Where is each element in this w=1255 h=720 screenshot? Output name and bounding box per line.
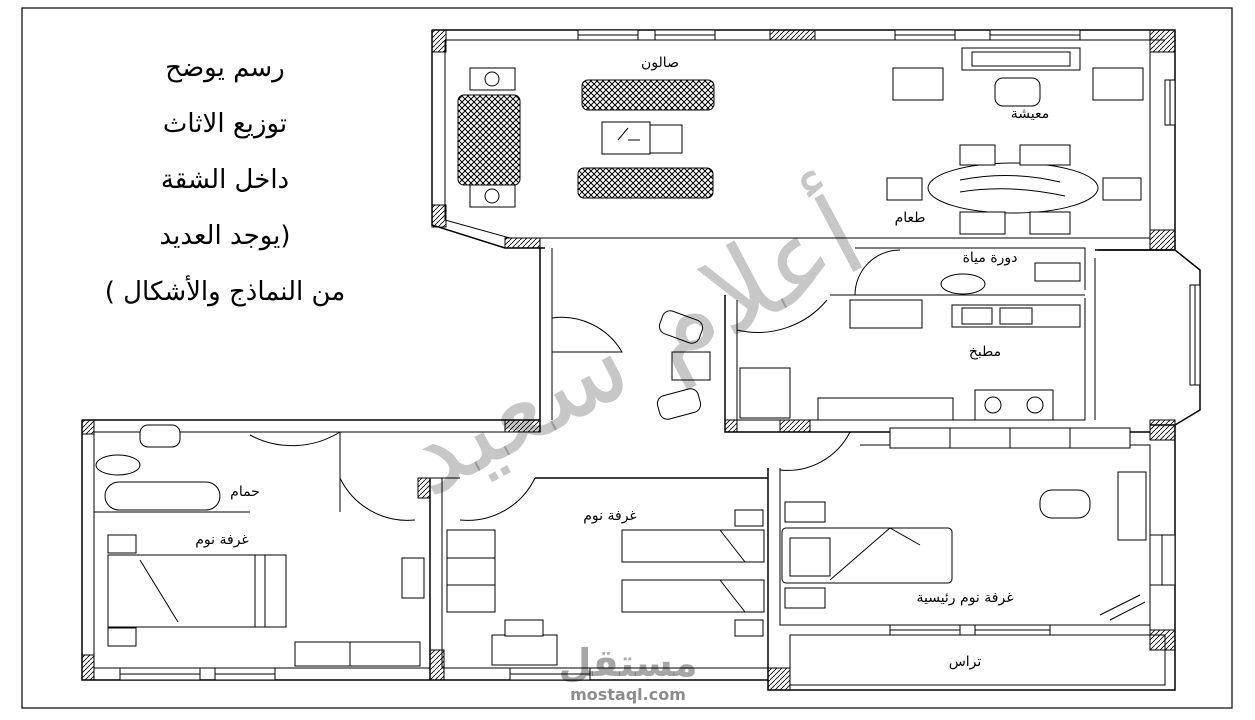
label-bedroom-middle: غرفة نوم: [583, 508, 637, 524]
wall-bay: [1095, 249, 1201, 426]
caption-line-2: توزيع الاثاث: [162, 109, 288, 139]
wc-kitchen-fixtures: [739, 262, 1081, 421]
watermark-site-latin: mostaql.com: [570, 685, 686, 704]
label-bathroom: حمام: [230, 484, 260, 500]
watermark: أعلام سعيد مستقل mostaql.com: [377, 164, 884, 704]
wall-hatches: [81, 29, 1176, 691]
label-wc: دورة مياة: [963, 250, 1018, 266]
corridor-furniture: [656, 310, 711, 420]
caption-line-4: (يوجد العديد: [159, 221, 291, 251]
caption-line-1: رسم يوضح: [165, 53, 285, 83]
label-master-bedroom: غرفة نوم رئيسية: [916, 590, 1013, 606]
label-kitchen: مطبخ: [969, 344, 1001, 360]
windows: [119, 29, 1201, 681]
caption-line-5: من النماذج والأشكال ): [104, 277, 346, 307]
middle-bedroom-furniture: [446, 509, 765, 666]
plan-caption: رسم يوضح توزيع الاثاث داخل الشقة (يوجد ا…: [40, 40, 410, 320]
label-bedroom-left: غرفة نوم: [195, 532, 249, 548]
living-dining-furniture: [886, 47, 1144, 235]
watermark-site-arabic: مستقل: [559, 641, 698, 685]
doors: [249, 249, 901, 521]
label-salon: صالون: [641, 55, 679, 71]
bathroom-fixtures: [95, 424, 221, 511]
salon-furniture: [457, 67, 715, 208]
drawing-frame: [21, 7, 1233, 709]
label-living: معيشة: [1011, 106, 1049, 122]
room-labels: صالون معيشة طعام دورة مياة مطبخ حمام غرف…: [195, 55, 1049, 670]
caption-line-3: داخل الشقة: [160, 165, 290, 195]
master-bedroom-furniture: [781, 471, 1147, 621]
label-terrace: تراس: [949, 654, 982, 670]
left-bedroom-furniture: [107, 534, 425, 667]
label-dining: طعام: [895, 210, 926, 226]
